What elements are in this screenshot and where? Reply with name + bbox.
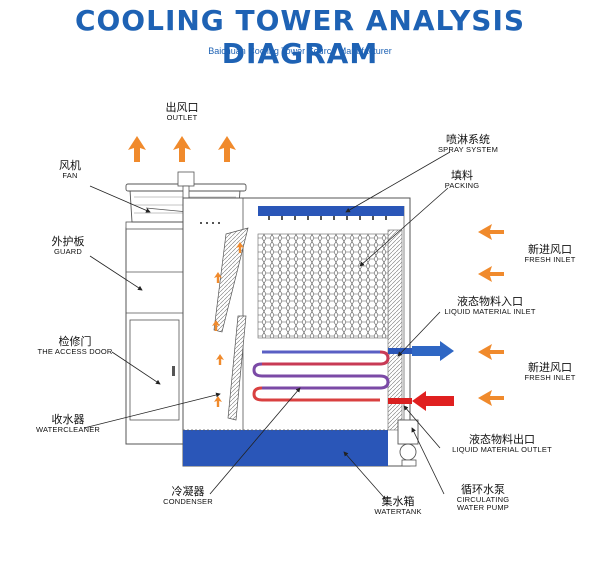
label-fan-zh: 风机 (59, 159, 81, 172)
diagram-title: COOLING TOWER ANALYSIS DIAGRAM (74, 4, 526, 70)
label-spray-system: 喷淋系统 SPRAY SYSTEM (428, 133, 508, 155)
leader-lines (83, 151, 451, 503)
label-fresh-inlet-1-zh: 新进风口 (528, 243, 572, 256)
inlet-pipe (388, 398, 412, 404)
label-watercleaner: 收水器 WATERCLEANER (28, 413, 108, 435)
label-fresh-inlet-2: 新进风口 FRESH INLET (512, 361, 588, 383)
label-fresh-inlet-1: 新进风口 FRESH INLET (512, 243, 588, 265)
access-door (129, 319, 180, 421)
label-guard-zh: 外护板 (51, 235, 85, 248)
label-water-pump-zh: 循环水泵 (461, 483, 505, 496)
liquid-inlet-arrow (412, 391, 454, 411)
outlet-airflow-arrows (128, 136, 236, 162)
label-guard-en: GUARD (53, 247, 83, 257)
outlet-pipe (388, 348, 412, 354)
packing-fill (257, 233, 389, 339)
label-fan-en: FAN (62, 171, 78, 181)
label-access-door: 检修门 THE ACCESS DOOR (20, 335, 130, 357)
label-fresh-inlet-2-zh: 新进风口 (528, 361, 572, 374)
label-condenser-en: CONDENSER (163, 497, 213, 507)
door-handle (172, 366, 175, 376)
label-liquid-outlet-en: LIQUID MATERIAL OUTLET (452, 445, 552, 455)
label-watertank-en: WATERTANK (374, 507, 422, 517)
label-access-door-en: THE ACCESS DOOR (37, 347, 113, 357)
label-spray-system-en: SPRAY SYSTEM (437, 145, 499, 155)
label-fresh-inlet-1-en: FRESH INLET (524, 255, 576, 265)
water-tank (183, 430, 388, 466)
label-access-door-zh: 检修门 (58, 335, 92, 348)
label-water-pump: 循环水泵 CIRCULATING WATER PUMP (438, 483, 528, 513)
label-liquid-inlet-zh: 液态物料入口 (457, 295, 523, 308)
label-guard: 外护板 GUARD (36, 235, 100, 257)
label-watertank-zh: 集水箱 (381, 495, 415, 508)
fan-motor (177, 171, 195, 187)
label-packing: 填料 PACKING (430, 169, 494, 191)
drift-eliminator (200, 222, 249, 421)
circulating-pump (397, 419, 419, 467)
label-fresh-inlet-2-en: FRESH INLET (524, 373, 576, 383)
label-watercleaner-en: WATERCLEANER (35, 425, 101, 435)
label-condenser: 冷凝器 CONDENSER (148, 485, 228, 507)
label-liquid-outlet-zh: 液态物料出口 (469, 433, 535, 446)
label-packing-zh: 填料 (451, 169, 473, 182)
label-watertank: 集水箱 WATERTANK (360, 495, 436, 517)
label-liquid-inlet: 液态物料入口 LIQUID MATERIAL INLET (428, 295, 552, 317)
label-water-pump-en: CIRCULATING WATER PUMP (456, 495, 510, 513)
liquid-outlet-arrow (412, 341, 454, 361)
left-housing (125, 227, 184, 445)
label-outlet-en: OUTLET (166, 113, 198, 123)
diagram-subtitle: Baichuan Cooling Tower Source Manufactur… (208, 46, 392, 56)
label-liquid-outlet: 液态物料出口 LIQUID MATERIAL OUTLET (440, 433, 564, 455)
label-outlet-zh: 出风口 (165, 101, 199, 114)
label-watercleaner-zh: 收水器 (51, 413, 85, 426)
label-fan: 风机 FAN (38, 159, 102, 181)
label-spray-system-zh: 喷淋系统 (446, 133, 490, 146)
condenser-coil (252, 350, 390, 402)
label-liquid-inlet-en: LIQUID MATERIAL INLET (444, 307, 536, 317)
label-outlet: 出风口 OUTLET (150, 101, 214, 123)
label-condenser-zh: 冷凝器 (171, 485, 205, 498)
label-packing-en: PACKING (444, 181, 480, 191)
spray-header (258, 206, 404, 220)
